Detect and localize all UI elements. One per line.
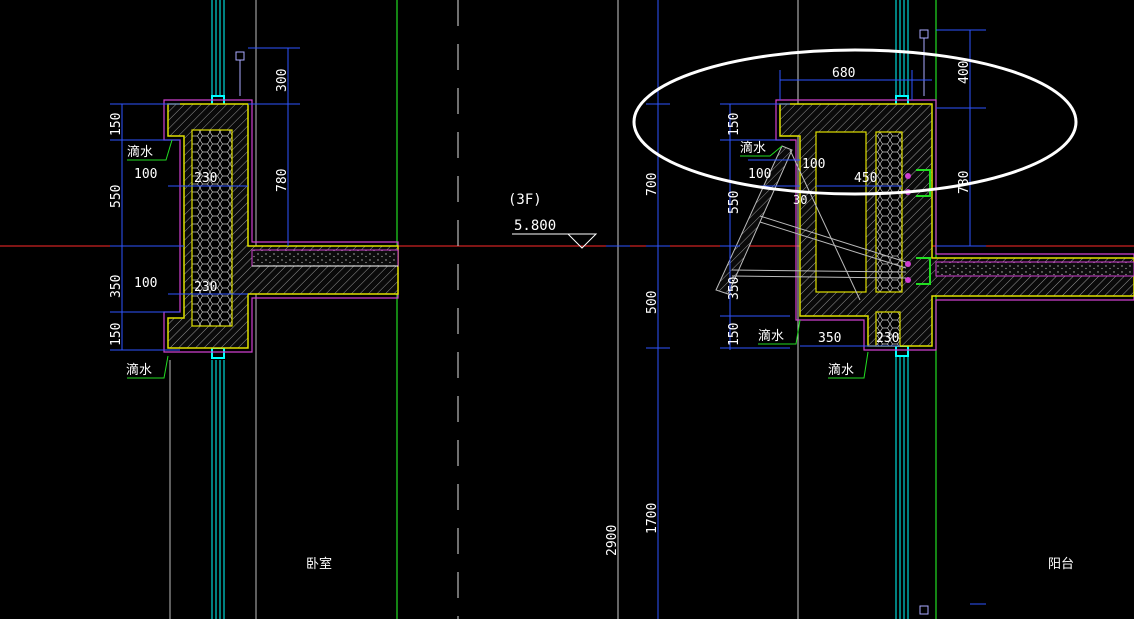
dim-230-bot: 230: [194, 280, 217, 295]
dim-300: 300: [275, 69, 290, 92]
dim-230-right-h: 230: [876, 331, 899, 346]
dim-500: 500: [645, 291, 660, 314]
drip-label-top: 滴水: [127, 144, 153, 160]
dim-780: 780: [275, 169, 290, 192]
middle-dimensions: [606, 103, 670, 349]
right-wall-detail: [715, 0, 1134, 619]
dim-680: 680: [832, 66, 855, 81]
drip-label-c: 滴水: [828, 362, 854, 378]
dim-450: 450: [854, 171, 877, 186]
level-mark: (3F) 5.800: [508, 192, 598, 249]
dim-150-right-top: 150: [727, 113, 742, 136]
dim-230-top: 230: [194, 171, 217, 186]
middle-labels: 700 500 1700 2900: [605, 173, 660, 556]
room-label-bedroom: 卧室: [306, 556, 332, 572]
drip-label-bot: 滴水: [126, 362, 152, 378]
dim-350-right-h: 350: [818, 331, 841, 346]
left-dimensions: [110, 47, 300, 351]
dim-100-top: 100: [134, 167, 157, 182]
dim-1700: 1700: [645, 503, 660, 534]
dim-550-right: 550: [727, 191, 742, 214]
level-triangle-icon: [566, 233, 598, 249]
right-dimensions: [720, 29, 986, 605]
highlight-ellipse-icon: [632, 48, 1078, 196]
room-label-balcony: 阳台: [1048, 557, 1074, 572]
dim-100-b: 100: [748, 167, 771, 182]
awning-frame: [715, 145, 907, 301]
dim-150-top: 150: [109, 113, 124, 136]
dim-150-right-bot: 150: [727, 323, 742, 346]
dim-350-right-v: 350: [727, 277, 742, 300]
dim-780-right: 780: [957, 171, 972, 194]
dim-400: 400: [957, 61, 972, 84]
window-frame-icon: [895, 345, 909, 357]
dim-100-bot: 100: [134, 276, 157, 291]
drip-label-a: 滴水: [740, 140, 766, 156]
left-labels: 300 780 150 550 350 150 100 230 100 230 …: [109, 69, 332, 572]
dim-2900: 2900: [605, 525, 620, 556]
dim-100-a: 100: [802, 157, 825, 172]
dim-700: 700: [645, 173, 660, 196]
dim-350: 350: [109, 275, 124, 298]
level-value: 5.800: [514, 218, 556, 234]
dim-550: 550: [109, 185, 124, 208]
right-labels: 680 400 780 150 550 350 150 100 100 30 4…: [727, 61, 1074, 572]
left-wall-detail: [163, 0, 399, 619]
dim-30: 30: [793, 193, 807, 207]
window-frame-icon: [211, 347, 225, 359]
floor-tag: (3F): [508, 192, 542, 208]
dim-150-bot: 150: [109, 323, 124, 346]
drip-label-b: 滴水: [758, 328, 784, 344]
left-glazing: [211, 0, 225, 619]
